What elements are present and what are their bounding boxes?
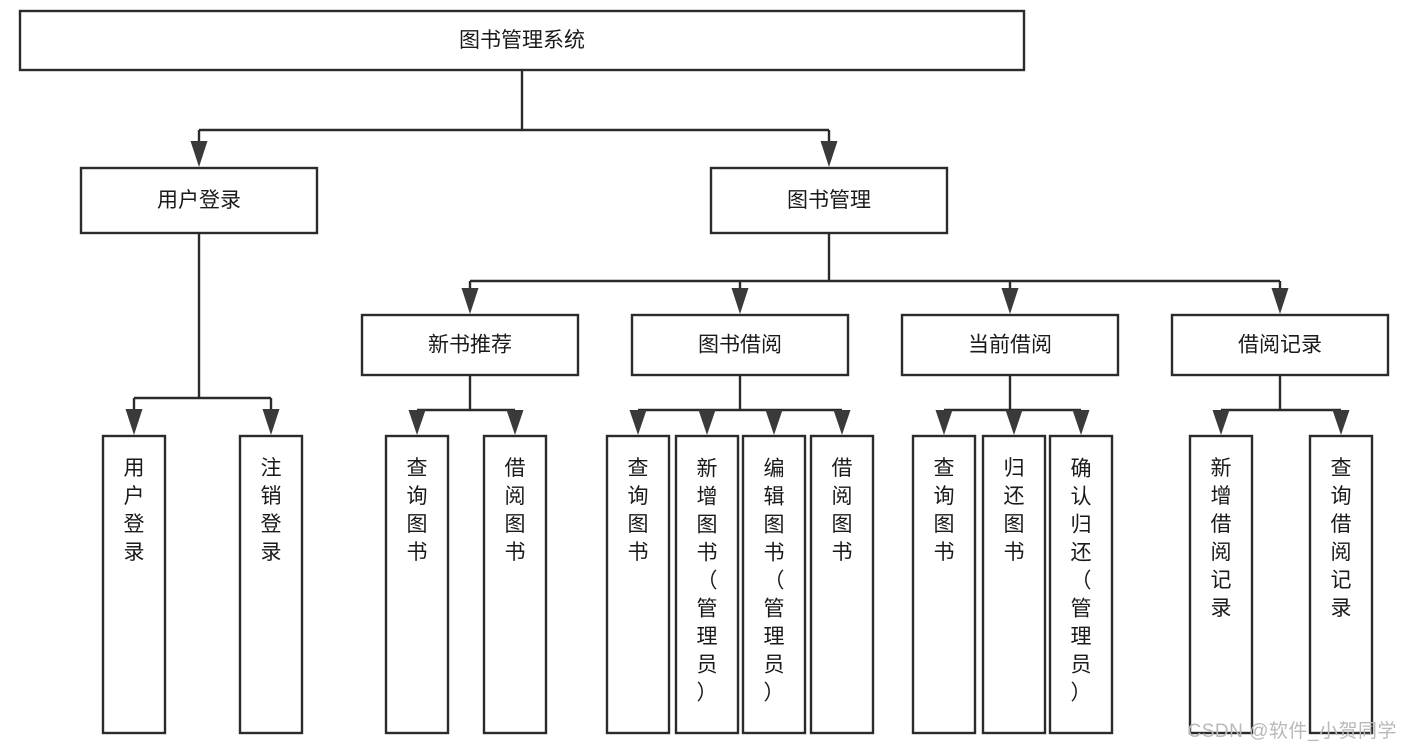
node-leaf-return-book[interactable]: 归还图书 bbox=[981, 434, 1047, 735]
node-leaf-query-book-1[interactable]: 查询图书 bbox=[384, 434, 450, 735]
node-leaf-query-borrow-record[interactable]: 查询借阅记录 bbox=[1308, 434, 1374, 735]
node-label-leaf-add-book: 新增图书（管理员） bbox=[697, 457, 718, 704]
node-book-borrow[interactable]: 图书借阅 bbox=[630, 313, 850, 377]
node-leaf-add-borrow-record[interactable]: 新增借阅记录 bbox=[1188, 434, 1254, 735]
node-label-leaf-query-borrow-record: 查询借阅记录 bbox=[1331, 457, 1352, 620]
node-book-management[interactable]: 图书管理 bbox=[709, 166, 949, 235]
node-box-leaf-user-login bbox=[101, 434, 167, 735]
node-box-leaf-logout-login bbox=[238, 434, 304, 735]
node-box-borrow-record bbox=[1170, 313, 1390, 377]
node-box-leaf-query-book-1 bbox=[384, 434, 450, 735]
node-box-leaf-confirm-return bbox=[1048, 434, 1114, 735]
node-box-leaf-query-book-3 bbox=[911, 434, 977, 735]
node-new-book-recommend[interactable]: 新书推荐 bbox=[360, 313, 580, 377]
node-leaf-borrow-book-1[interactable]: 借阅图书 bbox=[482, 434, 548, 735]
connector-group-book-borrow bbox=[629, 375, 851, 435]
node-box-leaf-query-book-2 bbox=[605, 434, 671, 735]
node-label-leaf-logout-login: 注销登录 bbox=[261, 457, 282, 564]
node-box-leaf-add-book bbox=[674, 434, 740, 735]
node-borrow-record[interactable]: 借阅记录 bbox=[1170, 313, 1390, 377]
node-root[interactable]: 图书管理系统 bbox=[18, 9, 1026, 72]
node-box-leaf-edit-book bbox=[741, 434, 807, 735]
connector-group-user-login bbox=[125, 233, 280, 435]
node-label-leaf-confirm-return: 确认归还（管理员） bbox=[1071, 457, 1092, 704]
node-leaf-borrow-book-2[interactable]: 借阅图书 bbox=[809, 434, 875, 735]
node-label-leaf-borrow-book-2: 借阅图书 bbox=[832, 457, 853, 564]
node-current-borrow[interactable]: 当前借阅 bbox=[900, 313, 1120, 377]
node-box-book-management bbox=[709, 166, 949, 235]
node-box-new-book-recommend bbox=[360, 313, 580, 377]
connector-group-book-management bbox=[461, 233, 1289, 314]
node-label-leaf-edit-book: 编辑图书（管理员） bbox=[764, 457, 785, 704]
connector-group-root bbox=[190, 70, 838, 167]
connector-group-borrow-record bbox=[1212, 375, 1350, 435]
node-box-leaf-return-book bbox=[981, 434, 1047, 735]
node-label-root: 图书管理系统 bbox=[459, 29, 585, 52]
node-user-login[interactable]: 用户登录 bbox=[79, 166, 319, 235]
node-leaf-query-book-2[interactable]: 查询图书 bbox=[605, 434, 671, 735]
node-label-leaf-borrow-book-1: 借阅图书 bbox=[505, 457, 526, 564]
node-box-root bbox=[18, 9, 1026, 72]
nodes-layer: 图书管理系统用户登录图书管理新书推荐图书借阅当前借阅借阅记录用户登录注销登录查询… bbox=[18, 9, 1390, 735]
node-label-current-borrow: 当前借阅 bbox=[968, 334, 1052, 357]
connector-group-current-borrow bbox=[935, 375, 1090, 435]
node-leaf-edit-book[interactable]: 编辑图书（管理员） bbox=[741, 434, 807, 735]
node-leaf-user-login[interactable]: 用户登录 bbox=[101, 434, 167, 735]
node-box-current-borrow bbox=[900, 313, 1120, 377]
node-label-book-borrow: 图书借阅 bbox=[698, 334, 782, 357]
node-box-user-login bbox=[79, 166, 319, 235]
node-box-leaf-query-borrow-record bbox=[1308, 434, 1374, 735]
node-leaf-confirm-return[interactable]: 确认归还（管理员） bbox=[1048, 434, 1114, 735]
node-label-leaf-query-book-1: 查询图书 bbox=[407, 457, 428, 564]
node-label-borrow-record: 借阅记录 bbox=[1238, 334, 1322, 357]
node-leaf-logout-login[interactable]: 注销登录 bbox=[238, 434, 304, 735]
node-box-leaf-borrow-book-1 bbox=[482, 434, 548, 735]
node-leaf-query-book-3[interactable]: 查询图书 bbox=[911, 434, 977, 735]
csdn-watermark: CSDN @软件_小贺同学 bbox=[1187, 721, 1397, 742]
node-box-leaf-add-borrow-record bbox=[1188, 434, 1254, 735]
node-box-book-borrow bbox=[630, 313, 850, 377]
node-label-leaf-query-book-2: 查询图书 bbox=[628, 457, 649, 564]
node-label-new-book-recommend: 新书推荐 bbox=[428, 334, 512, 357]
connectors-layer bbox=[125, 70, 1350, 435]
connector-group-new-book-recommend bbox=[408, 375, 524, 435]
node-label-leaf-query-book-3: 查询图书 bbox=[934, 457, 955, 564]
node-label-leaf-add-borrow-record: 新增借阅记录 bbox=[1211, 457, 1232, 620]
node-label-leaf-return-book: 归还图书 bbox=[1004, 457, 1025, 564]
node-label-leaf-user-login: 用户登录 bbox=[124, 457, 145, 564]
node-box-leaf-borrow-book-2 bbox=[809, 434, 875, 735]
node-leaf-add-book[interactable]: 新增图书（管理员） bbox=[674, 434, 740, 735]
node-label-user-login: 用户登录 bbox=[157, 189, 241, 212]
node-label-book-management: 图书管理 bbox=[787, 189, 871, 212]
